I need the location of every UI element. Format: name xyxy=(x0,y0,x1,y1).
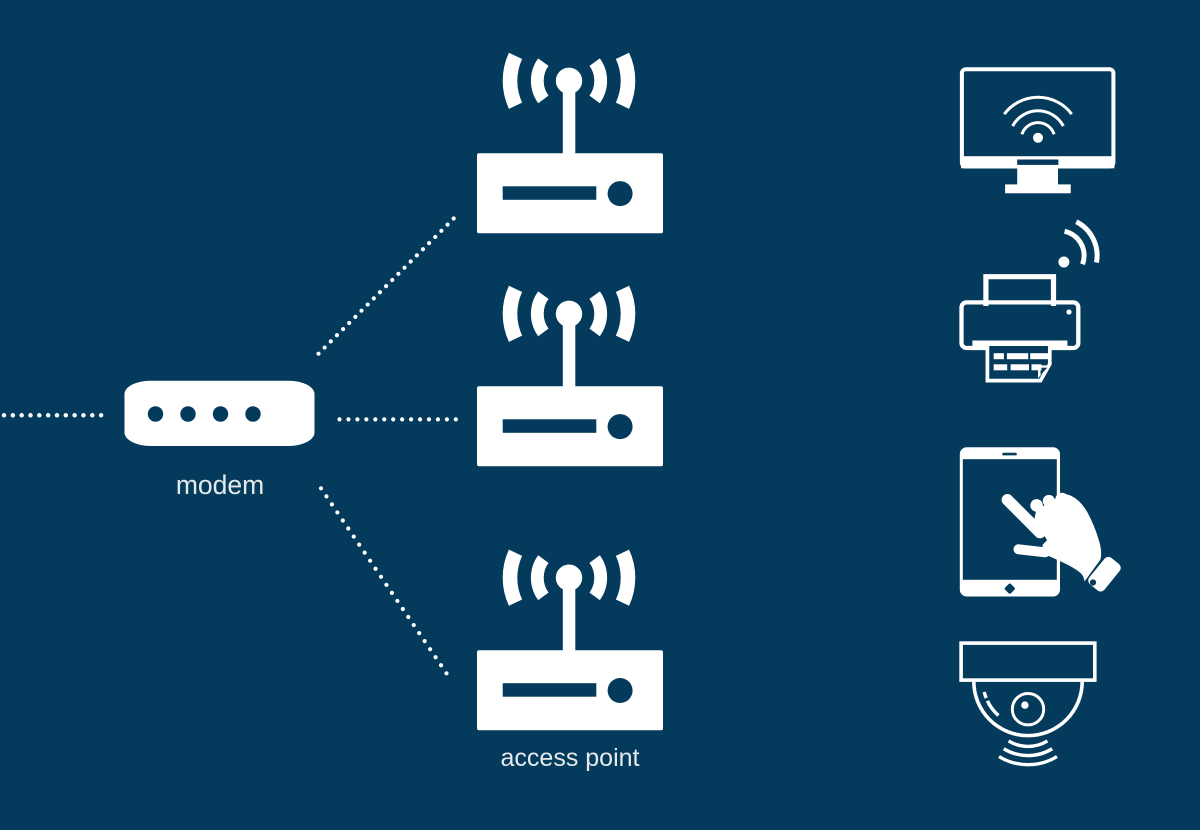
svg-text:access point: access point xyxy=(501,744,640,772)
svg-text:modem: modem xyxy=(176,470,264,500)
